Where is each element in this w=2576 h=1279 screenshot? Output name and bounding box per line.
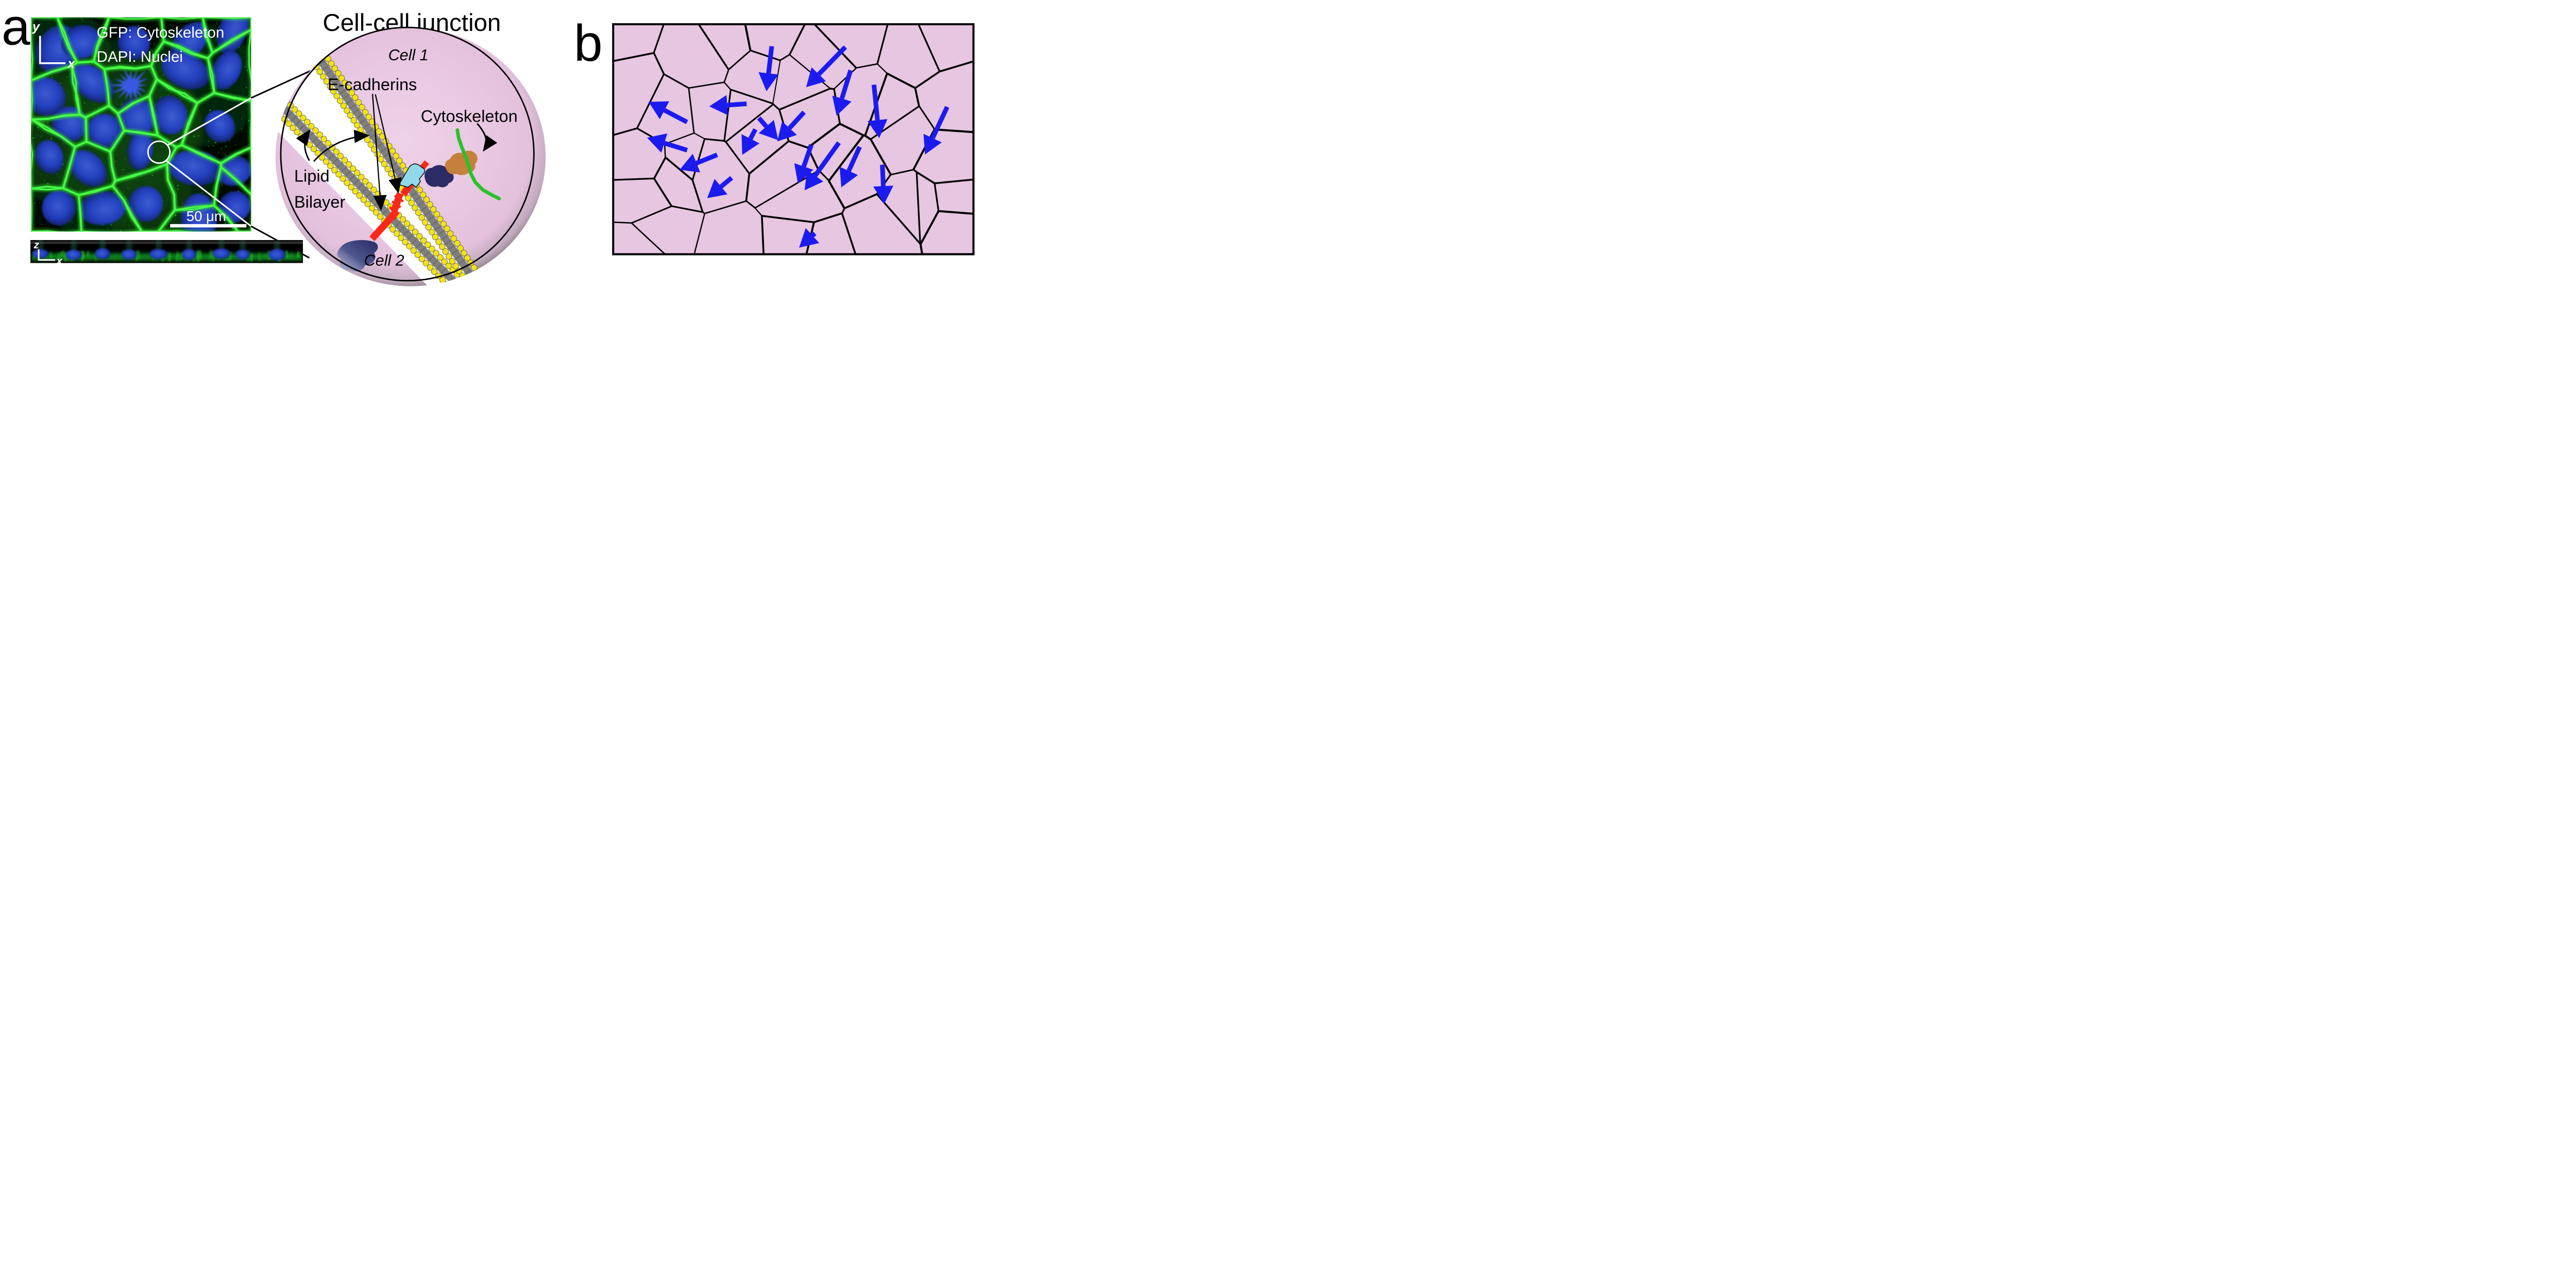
velocity-arrow bbox=[648, 101, 688, 124]
lipid-label-line1: Lipid bbox=[294, 166, 330, 185]
nucleus bbox=[171, 22, 209, 61]
beta-catenin-protein bbox=[425, 165, 454, 188]
nucleus bbox=[117, 26, 150, 60]
cytoskeleton-pointer-arrow bbox=[477, 123, 498, 152]
nucleus bbox=[204, 110, 235, 143]
velocity-arrow bbox=[758, 46, 779, 92]
confocal-side-view: z x bbox=[30, 239, 303, 267]
cell-outlines bbox=[31, 17, 251, 232]
nucleus bbox=[128, 186, 163, 222]
scale-bar-line bbox=[170, 224, 247, 228]
zx-axis-lines bbox=[38, 249, 56, 261]
velocity-arrow bbox=[794, 144, 814, 184]
nucleus bbox=[69, 150, 107, 187]
confocal-micrograph: GFP: Cytoskeleton DAPI: Nuclei y x 50 μm bbox=[31, 17, 251, 232]
tissue-panel-border bbox=[612, 23, 975, 256]
side-x-axis-label: x bbox=[56, 255, 63, 267]
side-view-top-bar bbox=[30, 241, 303, 244]
scale-bar-label: 50 μm bbox=[187, 208, 226, 224]
nucleus bbox=[211, 51, 242, 90]
zx-axis: z x bbox=[33, 239, 63, 267]
p120-catenin-protein bbox=[398, 163, 426, 188]
actin-filament bbox=[455, 128, 501, 200]
magnified-region-circle bbox=[147, 140, 171, 164]
y-axis-label: y bbox=[31, 20, 40, 35]
epithelial-cell bbox=[919, 210, 974, 255]
velocity-arrow bbox=[923, 106, 950, 155]
junction-schematic: Cell-cell junction bbox=[275, 9, 546, 287]
ecadherins-label: E-cadherins bbox=[328, 75, 417, 94]
panel-b-letter: b bbox=[574, 14, 603, 72]
velocity-arrow bbox=[867, 84, 888, 138]
nucleus bbox=[42, 190, 76, 226]
dapi-channel-label: DAPI: Nuclei bbox=[97, 48, 183, 65]
velocity-arrows bbox=[647, 45, 950, 248]
lipid-bilayers bbox=[275, 51, 488, 287]
cytoskeleton-label: Cytoskeleton bbox=[421, 107, 518, 125]
cell1-membrane bbox=[310, 51, 488, 287]
velocity-arrow bbox=[804, 141, 841, 191]
scale-bar: 50 μm bbox=[170, 208, 247, 228]
velocity-arrow bbox=[647, 133, 688, 153]
lipid-pointer-arrows bbox=[296, 129, 370, 162]
panel-a-letter: a bbox=[2, 0, 30, 56]
velocity-arrow bbox=[680, 153, 718, 173]
nucleus bbox=[127, 130, 154, 170]
xy-axis: y x bbox=[31, 20, 75, 72]
nucleus bbox=[152, 95, 188, 134]
lipid-label-line2: Bilayer bbox=[294, 193, 346, 211]
velocity-arrow bbox=[741, 128, 760, 155]
nucleus bbox=[87, 113, 123, 149]
side-view-nuclei bbox=[32, 240, 286, 261]
ecadherins-pointer-lines bbox=[371, 94, 402, 211]
velocity-arrow bbox=[873, 164, 893, 205]
velocity-arrow bbox=[832, 70, 853, 116]
cell1-label: Cell 1 bbox=[388, 46, 429, 64]
nucleus bbox=[79, 191, 126, 225]
figure-page: a GFP: Cytoskeleton DAPI: Nuclei y x 50 … bbox=[0, 0, 975, 320]
nucleus bbox=[161, 52, 210, 90]
velocity-arrow bbox=[757, 116, 778, 140]
epithelial-cell bbox=[918, 24, 974, 73]
side-view-generated-art bbox=[30, 240, 303, 263]
micrograph-generated-art bbox=[31, 17, 251, 232]
magnifier-contents bbox=[275, 51, 501, 287]
epithelial-cell bbox=[934, 179, 974, 215]
gfp-channel-label: GFP: Cytoskeleton bbox=[97, 24, 225, 41]
velocity-arrow bbox=[709, 95, 747, 115]
cell-tessellation bbox=[613, 24, 974, 255]
magnifier-outline-circle bbox=[280, 26, 535, 282]
z-axis-label: z bbox=[33, 239, 40, 251]
velocity-arrow bbox=[777, 110, 806, 142]
x-axis-label: x bbox=[66, 57, 75, 71]
nucleus bbox=[31, 77, 66, 116]
velocity-arrow bbox=[806, 45, 848, 88]
velocity-arrow bbox=[799, 228, 820, 248]
tissue-simulation-panel bbox=[612, 23, 975, 256]
cell2-catenin-faded bbox=[337, 240, 378, 272]
velocity-arrow bbox=[839, 146, 862, 188]
mitotic-nucleus bbox=[108, 66, 149, 107]
velocity-arrow bbox=[707, 176, 734, 198]
xy-axis-lines bbox=[39, 36, 66, 64]
figure-canvas: a GFP: Cytoskeleton DAPI: Nuclei y x 50 … bbox=[2, 0, 975, 287]
cell2-label: Cell 2 bbox=[364, 251, 404, 269]
nucleus bbox=[35, 140, 64, 174]
